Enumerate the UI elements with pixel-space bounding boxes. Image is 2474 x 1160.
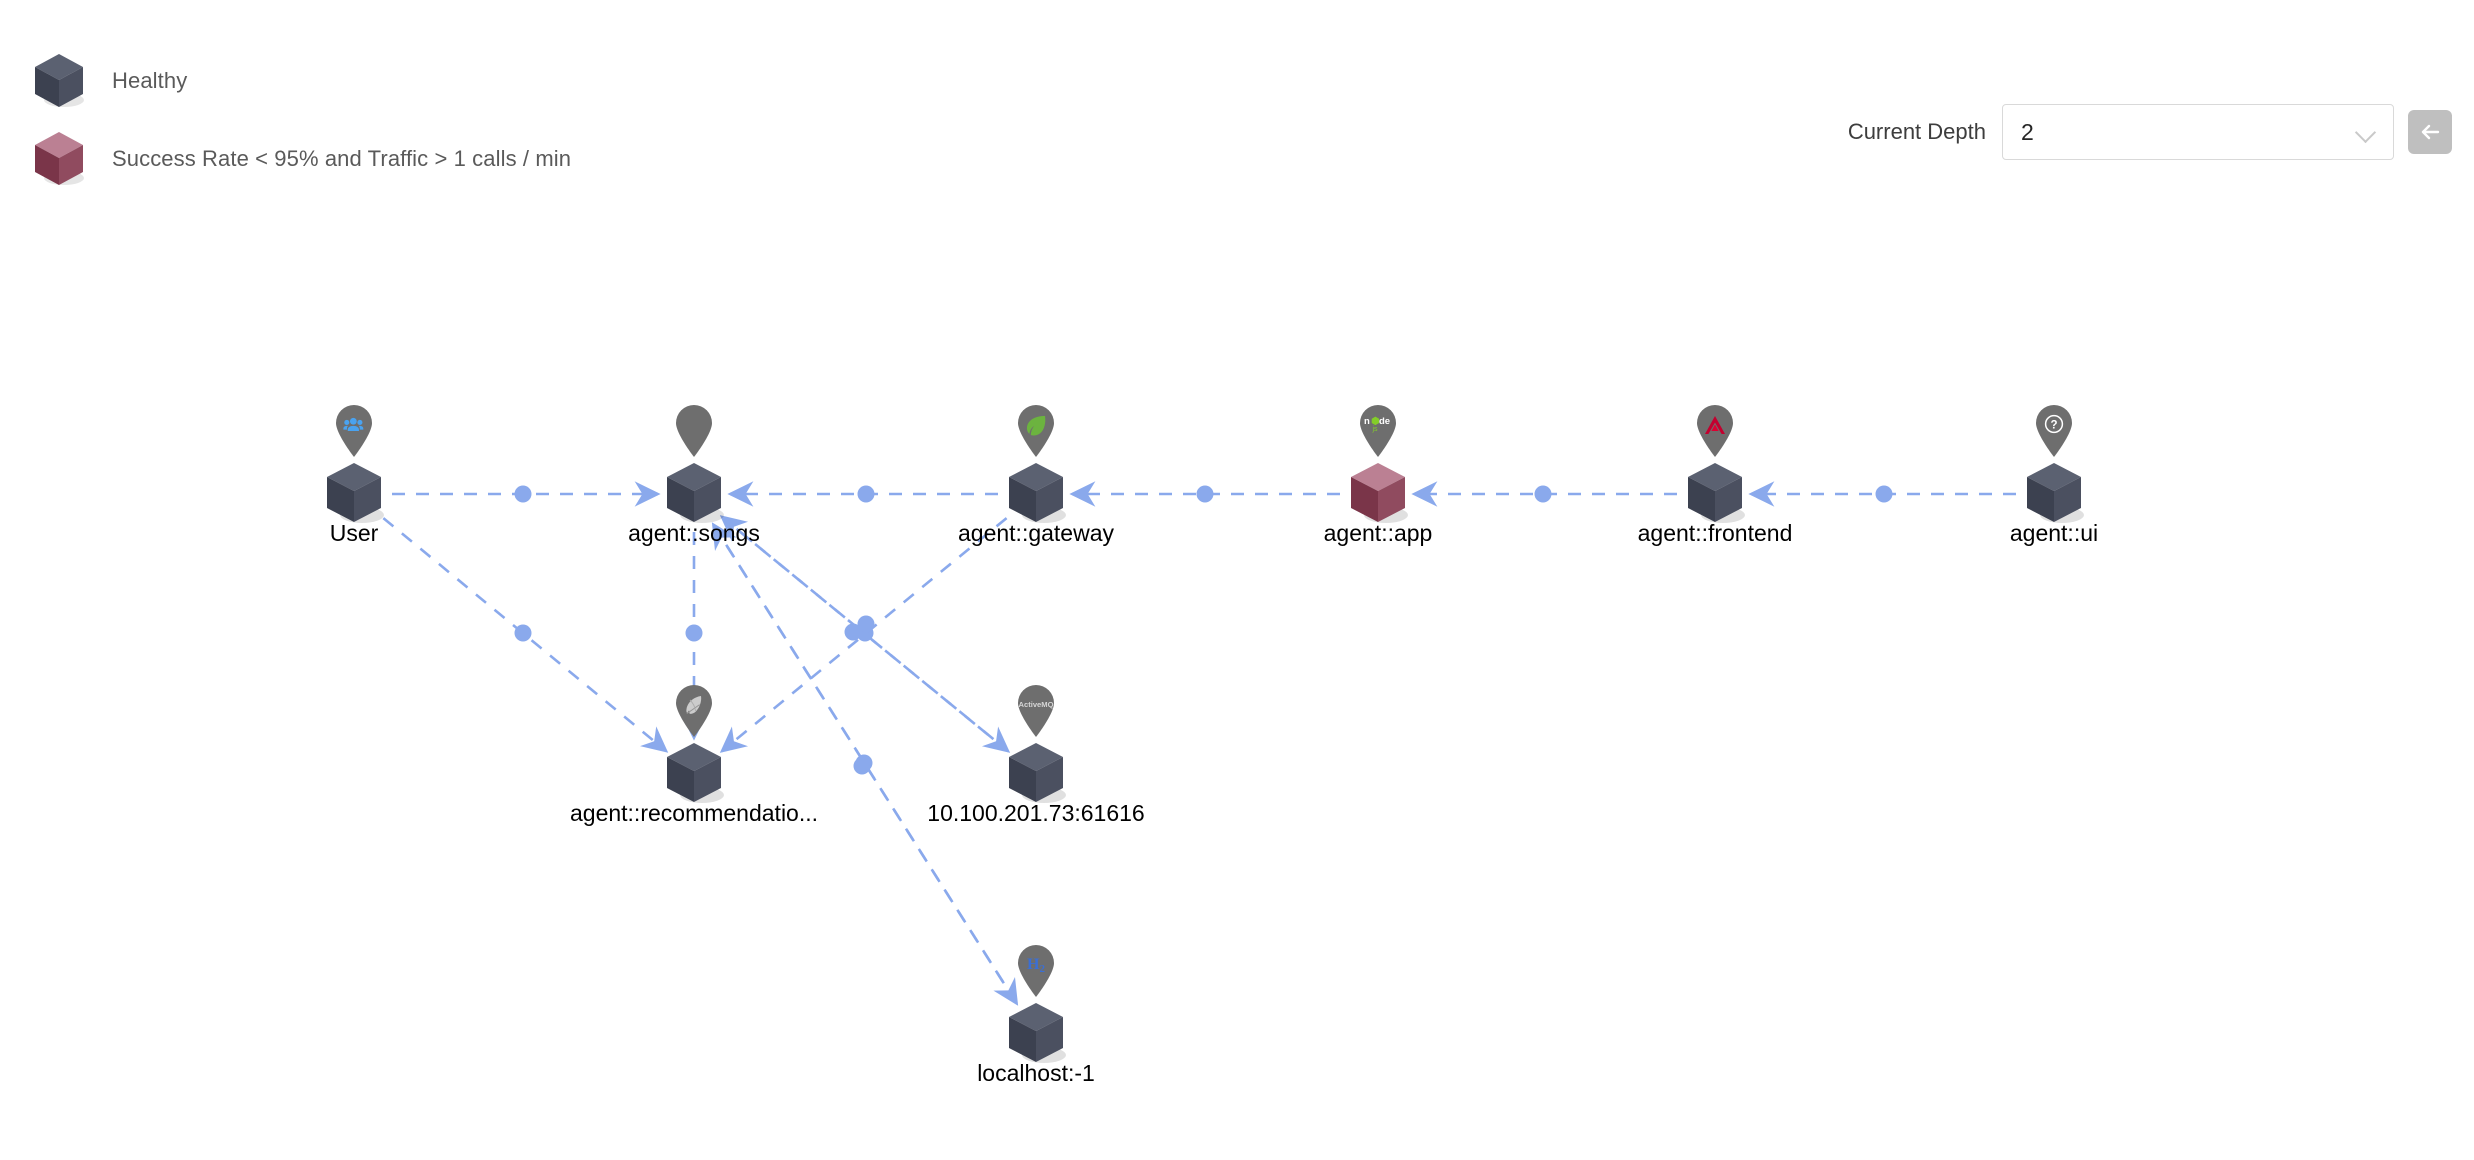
cube-icon: [1002, 1000, 1070, 1068]
svg-text:⬢: ⬢: [1371, 416, 1380, 427]
node-label: localhost:-1: [977, 1060, 1095, 1086]
cube-icon: [2020, 460, 2088, 528]
legend-label-unhealthy: Success Rate < 95% and Traffic > 1 calls…: [112, 146, 572, 171]
cube-icon: [320, 460, 388, 528]
current-depth-value: 2: [2021, 118, 2034, 145]
edge-traffic-dot: [857, 485, 875, 503]
legend: Healthy Success Rate < 95% and Traffic >…: [28, 42, 571, 198]
svg-text:js: js: [1372, 426, 1379, 433]
back-button[interactable]: [2408, 110, 2452, 154]
cube-icon: [1002, 460, 1070, 528]
edge-traffic-dot: [514, 624, 532, 642]
plain-pin-icon: [673, 404, 715, 458]
arrow-left-icon: [2421, 124, 2440, 140]
svg-text:de: de: [1379, 416, 1390, 427]
current-depth-select[interactable]: 2: [2002, 104, 2394, 160]
graph-node-gateway[interactable]: agent::gateway: [958, 405, 1114, 545]
cube-icon: [660, 460, 728, 528]
graph-node-user[interactable]: User: [320, 405, 388, 545]
edge-traffic-dot: [685, 624, 703, 642]
cube-icon: [1344, 460, 1412, 528]
node-label: agent::gateway: [957, 520, 1115, 546]
graph-node-reco[interactable]: agent::recommendatio...: [570, 685, 818, 825]
edge-traffic-dot: [514, 485, 532, 503]
edge-traffic-dot: [857, 615, 875, 633]
node-label: agent::frontend: [1637, 520, 1793, 546]
cube-icon: [660, 740, 728, 808]
users-icon: [333, 404, 375, 458]
svg-text:ActiveMQ: ActiveMQ: [1018, 700, 1053, 709]
legend-item-unhealthy: Success Rate < 95% and Traffic > 1 calls…: [28, 120, 571, 198]
graph-node-frontend[interactable]: agent::frontend: [1638, 405, 1792, 545]
graph-node-ui[interactable]: ?agent::ui: [2010, 405, 2098, 545]
legend-label-healthy: Healthy: [112, 68, 188, 93]
cube-icon: [28, 50, 90, 112]
cube-icon: [1002, 740, 1070, 808]
graph-node-mq[interactable]: ActiveMQ 10.100.201.73:61616: [927, 685, 1145, 825]
edge-traffic-dot: [844, 623, 862, 641]
cube-icon: [1681, 460, 1749, 528]
node-label: agent::app: [1323, 520, 1433, 546]
h2-database-icon: H2: [1015, 944, 1057, 998]
node-label: 10.100.201.73:61616: [927, 800, 1145, 826]
edge-traffic-dot: [1534, 485, 1552, 503]
graph-node-songs[interactable]: agent::songs: [628, 405, 760, 545]
edge-traffic-dot: [1875, 485, 1893, 503]
activemq-icon: ActiveMQ: [1015, 684, 1057, 738]
node-label: agent::ui: [2009, 520, 2099, 546]
legend-item-healthy: Healthy: [28, 42, 571, 120]
edge-traffic-dot: [853, 757, 871, 775]
edge-traffic-dot: [1196, 485, 1214, 503]
svg-text:?: ?: [2050, 419, 2057, 431]
node-label: agent::songs: [628, 520, 760, 546]
cube-icon: [28, 128, 90, 190]
tomcat-icon: [673, 684, 715, 738]
node-label: agent::recommendatio...: [569, 800, 819, 826]
graph-node-h2[interactable]: H2 localhost:-1: [977, 945, 1095, 1085]
question-icon: ?: [2033, 404, 2075, 458]
angular-icon: [1694, 404, 1736, 458]
leaf-icon: [1015, 404, 1057, 458]
svg-text:n: n: [1364, 416, 1370, 427]
current-depth-label: Current Depth: [1847, 119, 1986, 144]
depth-controls: Current Depth 2: [1848, 104, 2452, 160]
node-label: User: [329, 520, 379, 546]
